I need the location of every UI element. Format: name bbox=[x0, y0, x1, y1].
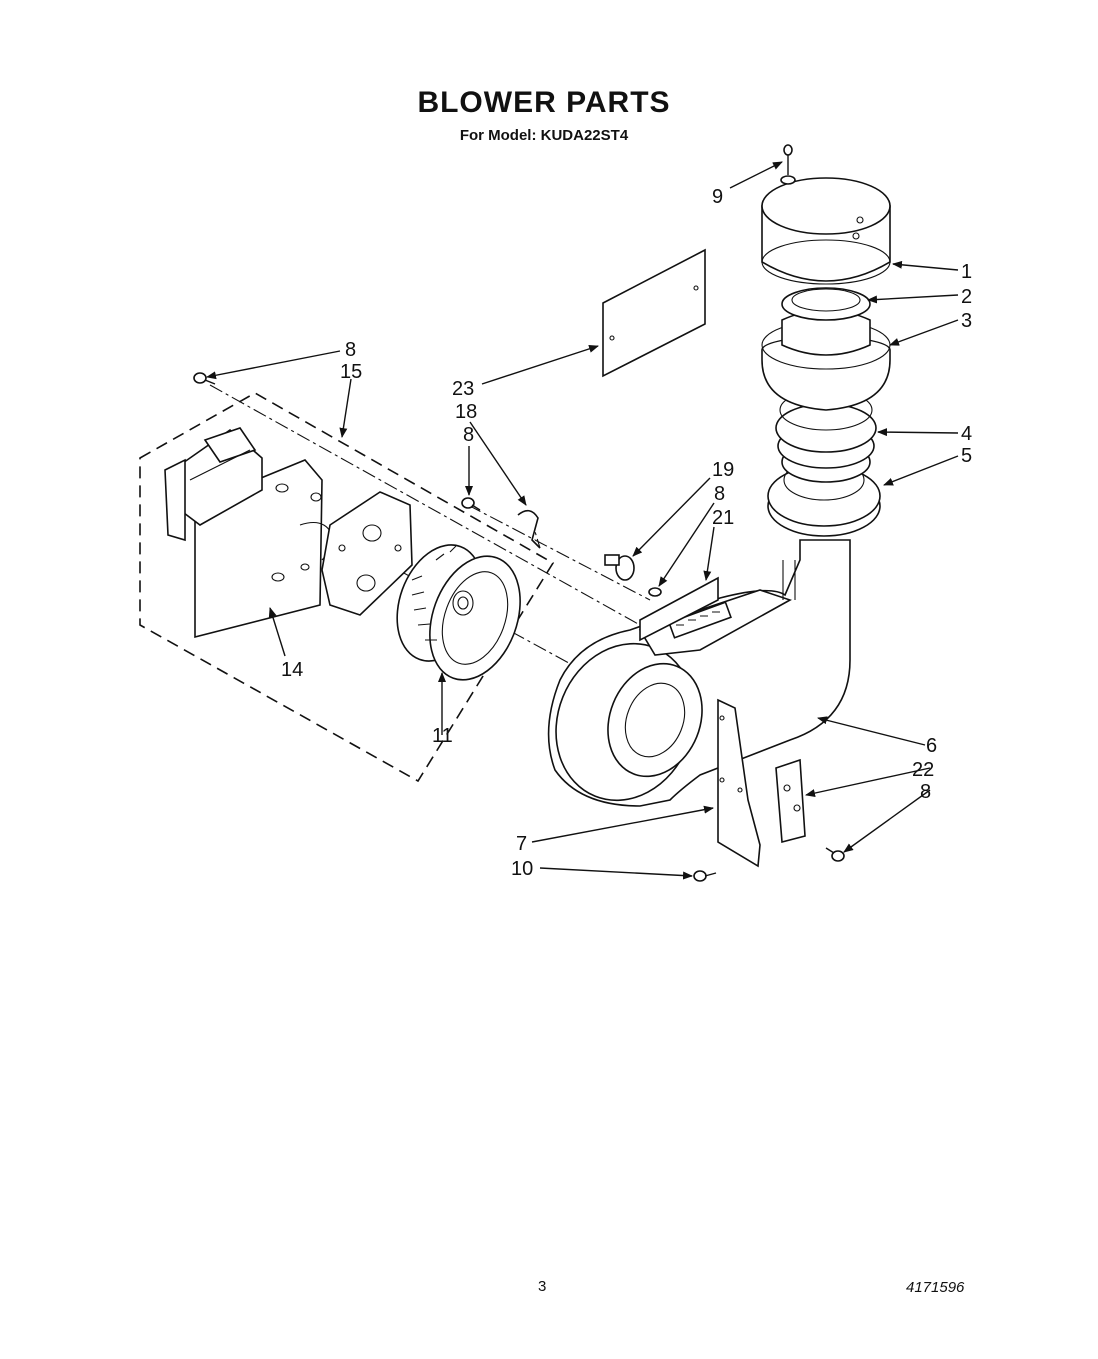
callout-5: 5 bbox=[961, 445, 972, 467]
callout-18: 18 bbox=[455, 401, 477, 423]
callout-labels: 1 2 3 4 5 6 22 8 7 10 9 8 15 23 18 8 19 … bbox=[281, 186, 972, 880]
callout-11: 11 bbox=[432, 725, 453, 747]
callout-21: 21 bbox=[712, 507, 734, 529]
cap-screw bbox=[780, 144, 796, 185]
document-number: 4171596 bbox=[906, 1279, 965, 1296]
stack-ring-2 bbox=[781, 287, 871, 321]
callout-8-center: 8 bbox=[714, 483, 725, 505]
model-subtitle: For Model: KUDA22ST4 bbox=[459, 127, 629, 144]
page-title: BLOWER PARTS bbox=[417, 86, 671, 119]
leader-lines bbox=[206, 161, 959, 880]
callout-22: 23 bbox=[452, 378, 474, 400]
callout-7: 7 bbox=[516, 833, 527, 855]
bracket-21 bbox=[639, 576, 719, 642]
stack-ring-4 bbox=[775, 389, 877, 483]
callout-3: 3 bbox=[961, 310, 972, 332]
callout-6: 6 bbox=[926, 735, 937, 757]
thermostat-19 bbox=[604, 554, 635, 581]
screw-8-right bbox=[825, 847, 845, 862]
screw-10 bbox=[693, 870, 717, 882]
callout-8-right: 8 bbox=[920, 781, 931, 803]
callout-10: 10 bbox=[511, 858, 533, 880]
callout-4: 4 bbox=[961, 423, 972, 445]
cover-panel bbox=[602, 248, 706, 378]
callout-2: 2 bbox=[961, 286, 972, 308]
motor-end-plate bbox=[321, 491, 413, 616]
clip-18 bbox=[517, 509, 541, 549]
blower-housing bbox=[547, 539, 851, 807]
callout-9: 9 bbox=[712, 186, 723, 208]
screw-8-mid bbox=[648, 587, 662, 597]
callout-8-middle: 8 bbox=[463, 424, 474, 446]
callout-15: 15 bbox=[340, 361, 362, 383]
stack-flange-3 bbox=[761, 309, 891, 411]
callout-1: 1 bbox=[961, 261, 972, 283]
filter-cap-1 bbox=[761, 177, 891, 285]
screw-8-left bbox=[193, 372, 216, 385]
blower-wheel bbox=[396, 544, 521, 681]
mounting-bracket-7 bbox=[717, 698, 761, 868]
callout-23: 22 bbox=[912, 759, 934, 781]
callout-14: 14 bbox=[281, 659, 303, 681]
bracket-23 bbox=[775, 758, 806, 844]
page-number: 3 bbox=[538, 1278, 547, 1295]
motor-housing bbox=[164, 427, 263, 542]
callout-19: 19 bbox=[712, 459, 734, 481]
callout-8-top-left: 8 bbox=[345, 339, 356, 361]
screw-8-upper bbox=[461, 497, 481, 511]
